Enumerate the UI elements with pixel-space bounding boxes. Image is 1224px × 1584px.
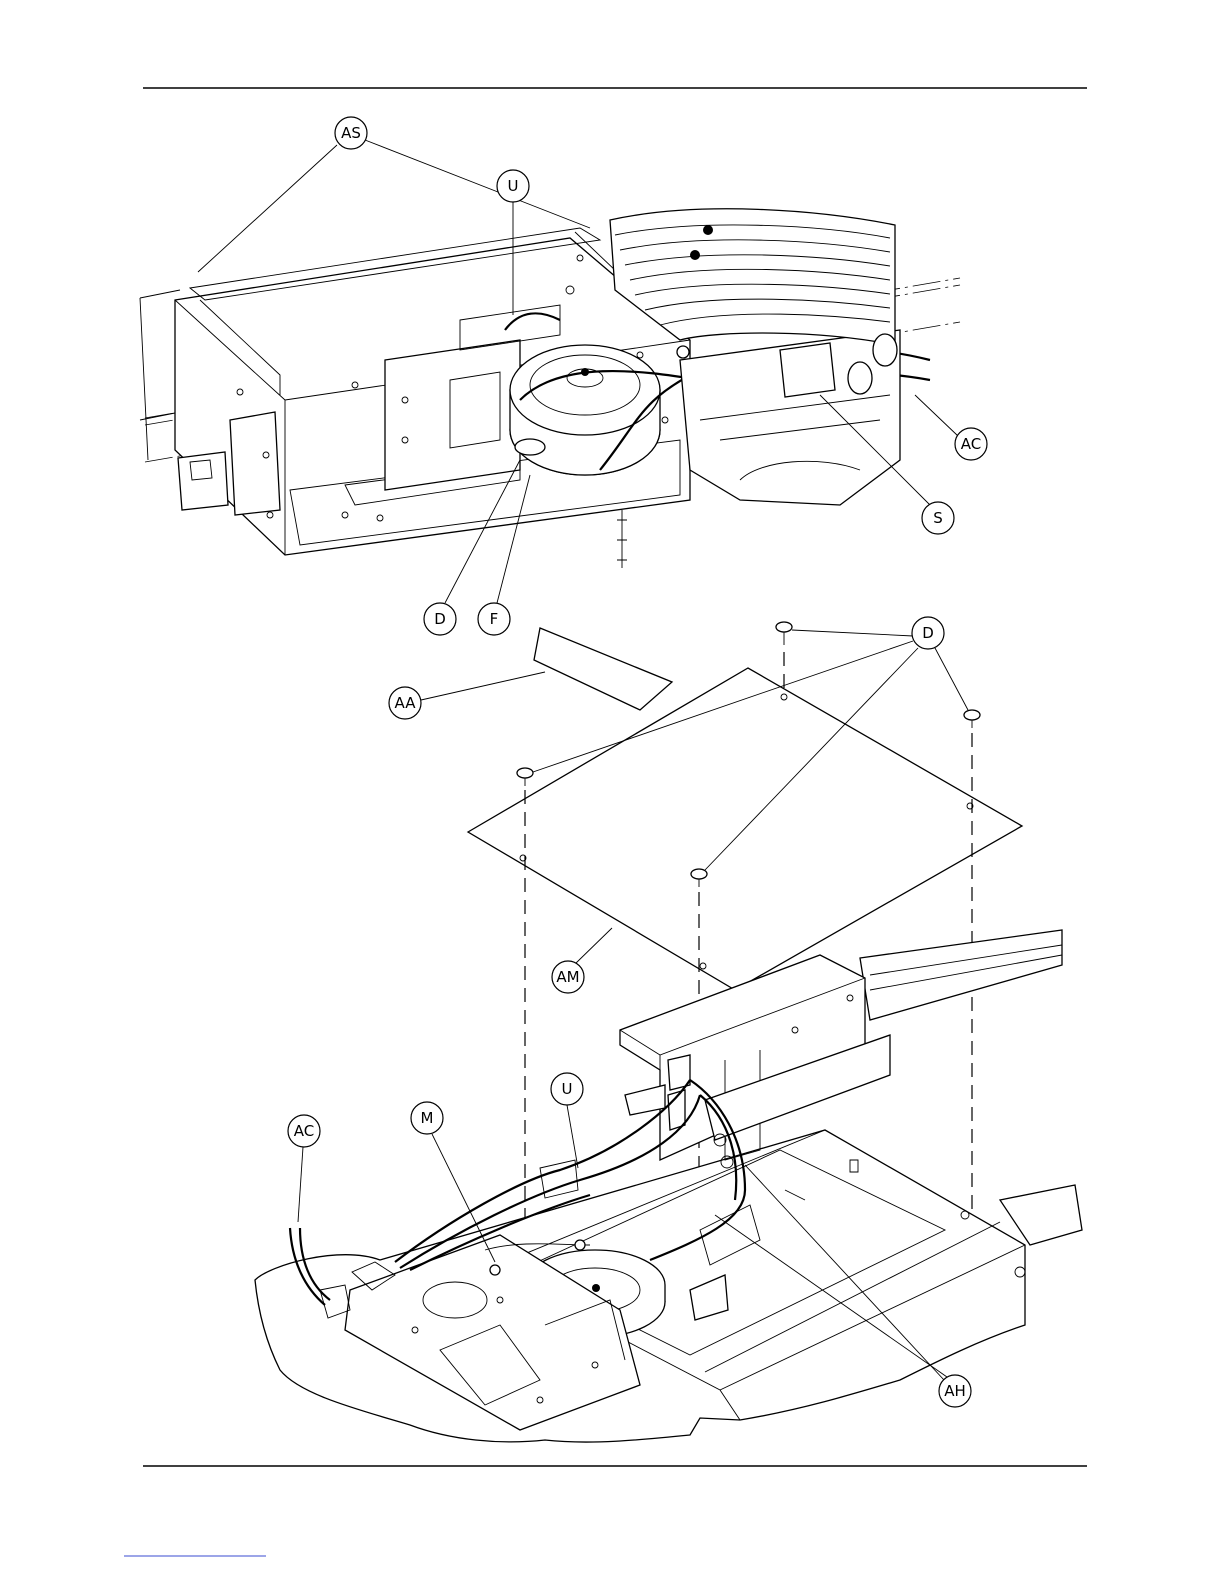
callout-am-label: AM <box>556 968 579 986</box>
callout-d-cover-label: D <box>922 624 934 642</box>
callout-aa-label: AA <box>395 694 417 712</box>
callout-ah-label: AH <box>944 1382 966 1400</box>
callout-s-label: S <box>933 509 943 527</box>
callout-f-label: F <box>490 610 499 628</box>
callout-u-top-label: U <box>508 177 519 195</box>
callout-d-top-label: D <box>434 610 446 628</box>
callout-m-label: M <box>421 1109 434 1127</box>
upper-assembly-view <box>140 209 960 568</box>
callout-as-label: AS <box>341 124 361 142</box>
callout-ac-top-label: AC <box>961 435 981 453</box>
transformer-top <box>510 345 660 475</box>
cover-plate <box>468 622 1022 990</box>
callout-ac-bottom-label: AC <box>294 1122 314 1140</box>
callout-u-bottom-label: U <box>562 1080 573 1098</box>
label-plate <box>534 628 672 710</box>
lower-assembly-view <box>255 930 1082 1442</box>
